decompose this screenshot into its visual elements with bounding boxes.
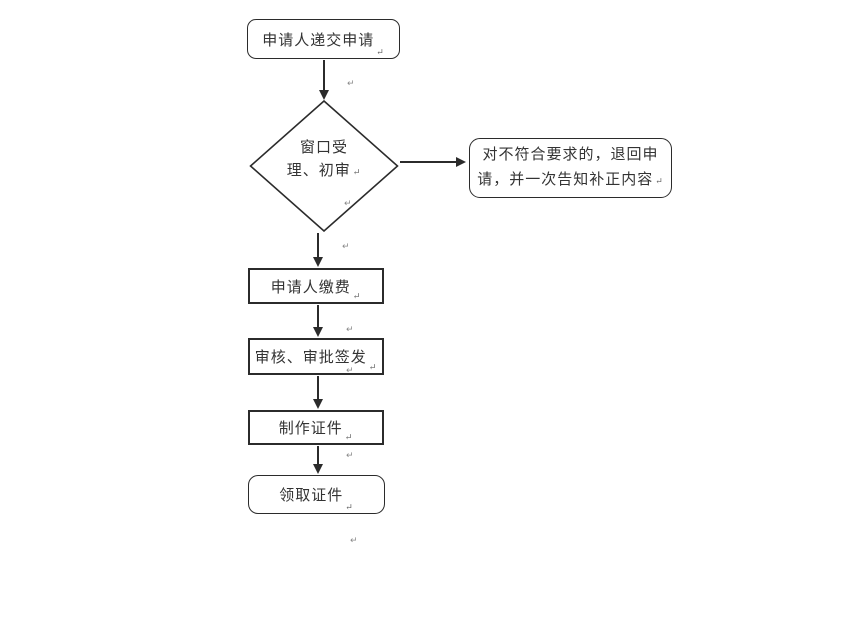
connector-review-produce [317, 376, 319, 400]
paragraph-mark: ↵ [352, 291, 362, 301]
receive-label: 领取证件 [279, 488, 344, 504]
anchor-mark: ↵ [346, 325, 354, 335]
decision-label-line1: 窗口受 [299, 139, 348, 156]
flow-node-receive: 领取证件↵ [248, 475, 385, 514]
anchor-mark: ↵ [350, 536, 358, 546]
flow-node-review: 审核、审批签发↵ [248, 338, 384, 375]
produce-label: 制作证件 [278, 421, 343, 437]
paragraph-mark: ↵ [345, 502, 354, 512]
paragraph-mark: ↵ [376, 47, 385, 57]
decision-label-line2: 理、初审↵ [286, 162, 362, 179]
paragraph-mark: ↵ [352, 166, 362, 177]
anchor-mark: ↵ [342, 242, 350, 252]
arrowhead-pay-review [313, 327, 323, 337]
pay-label: 申请人缴费 [270, 279, 351, 296]
anchor-mark: ↵ [346, 451, 354, 461]
arrowhead-review-produce [313, 399, 323, 409]
reject-label-line2: 请，并一次告知补正内容↵ [477, 171, 664, 188]
arrowhead-decision-reject [456, 157, 466, 167]
arrowhead-produce-receive [313, 464, 323, 474]
connector-start-decision [323, 60, 325, 91]
flow-node-pay: 申请人缴费↵ [248, 268, 384, 304]
review-label: 审核、审批签发 [254, 350, 367, 366]
flow-node-decision: 窗口受 理、初审↵ [249, 100, 399, 232]
paragraph-mark: ↵ [368, 362, 378, 372]
connector-decision-pay [317, 233, 319, 258]
paragraph-mark: ↵ [655, 175, 664, 186]
reject-label-line1: 对不符合要求的，退回申 [482, 146, 659, 163]
arrowhead-decision-pay [313, 257, 323, 267]
arrowhead-start-decision [319, 90, 329, 100]
anchor-mark: ↵ [344, 199, 352, 209]
flow-node-start: 申请人递交申请↵ [247, 19, 400, 59]
connector-decision-reject [400, 161, 457, 163]
anchor-mark: ↵ [347, 79, 355, 89]
paragraph-mark: ↵ [344, 432, 354, 442]
connector-produce-receive [317, 446, 319, 465]
connector-pay-review [317, 305, 319, 328]
flow-node-reject: 对不符合要求的，退回申 请，并一次告知补正内容↵ [469, 138, 672, 198]
decision-label: 窗口受 理、初审↵ [249, 100, 399, 232]
start-label: 申请人递交申请 [262, 32, 375, 49]
decision-diamond-shape [249, 100, 399, 232]
flow-node-produce: 制作证件↵ [248, 410, 384, 445]
anchor-mark: ↵ [346, 366, 354, 376]
